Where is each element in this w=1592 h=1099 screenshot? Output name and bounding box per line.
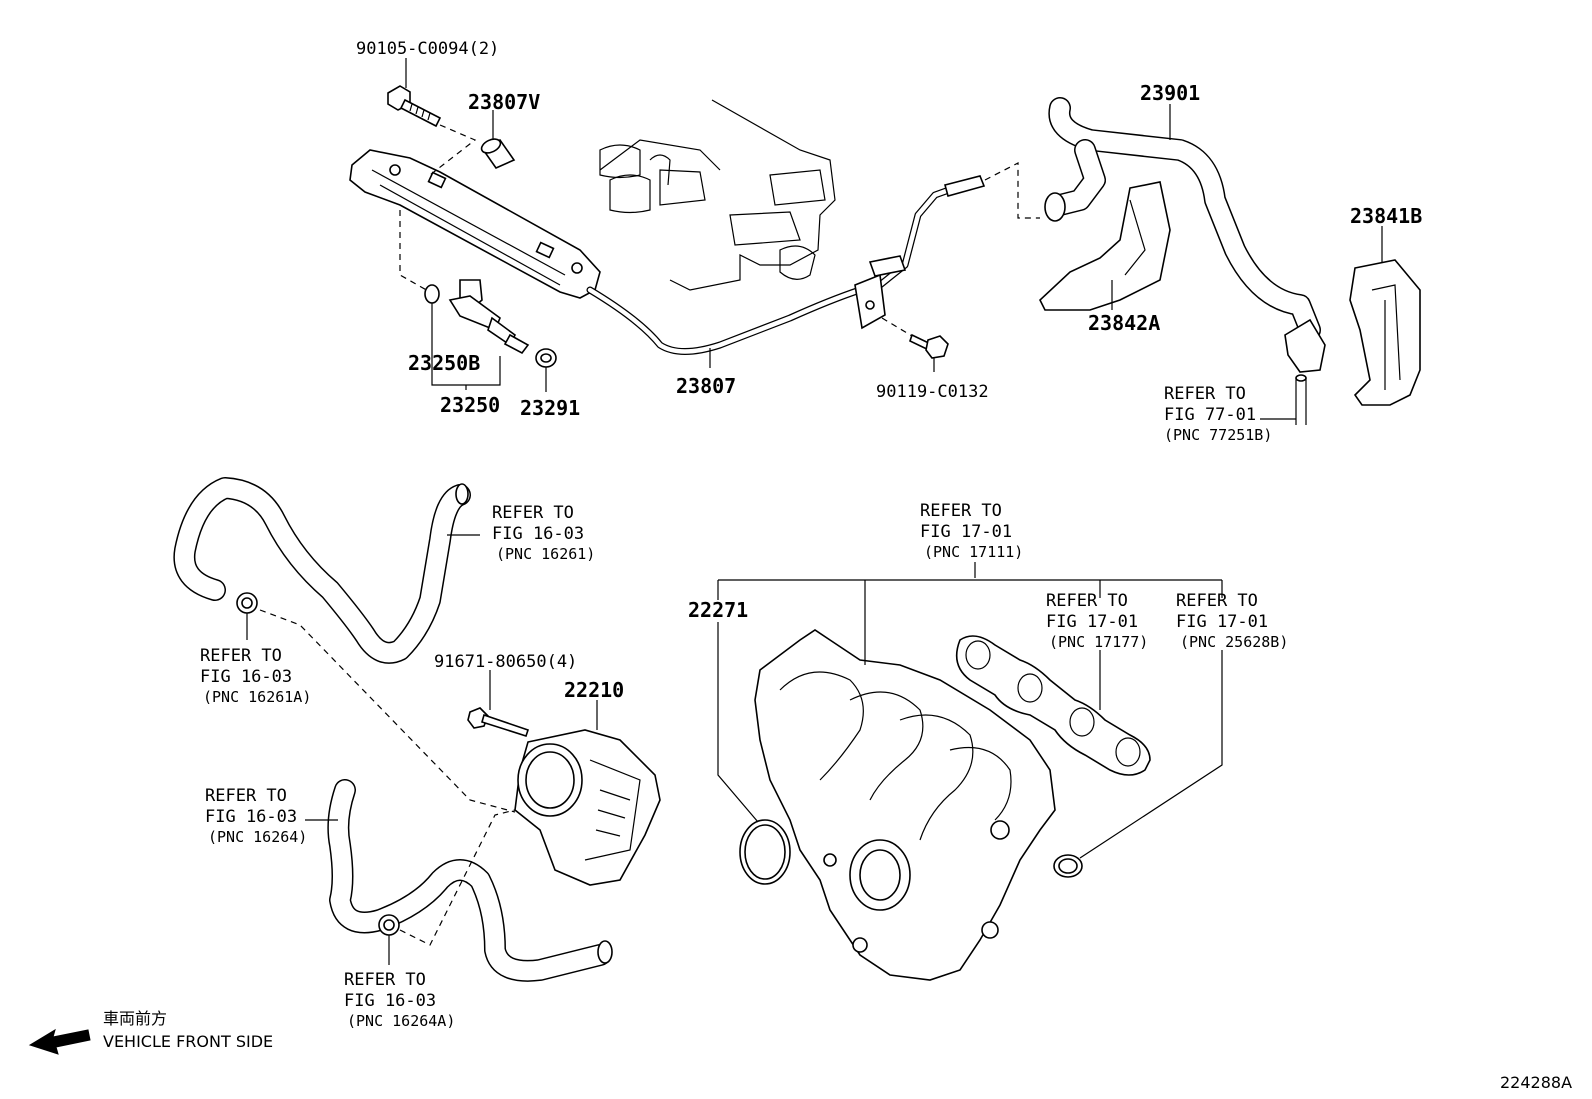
- gasket-22271-icon: [739, 819, 791, 885]
- svg-text:FIG 17-01: FIG 17-01: [920, 522, 1012, 542]
- callout-90119: 90119-C0132: [876, 382, 989, 402]
- svg-text:FIG 16-03: FIG 16-03: [205, 807, 297, 827]
- collar-23807v-icon: [480, 138, 516, 169]
- svg-text:REFER TO: REFER TO: [1176, 591, 1258, 611]
- svg-text:(PNC 17177): (PNC 17177): [1049, 633, 1148, 651]
- callout-23842a: 23842A: [1088, 311, 1160, 335]
- ref-fig16-03-pnc16261: REFER TO FIG 16-03 (PNC 16261): [492, 503, 595, 563]
- pcv-hose-23901: [1044, 97, 1326, 373]
- throttle-body-22210-icon: [514, 729, 661, 886]
- water-hose-lower: [327, 779, 613, 982]
- o-ring-23250b-icon: [424, 284, 440, 304]
- fuel-injector-icon: [448, 279, 530, 355]
- svg-text:FIG 17-01: FIG 17-01: [1046, 612, 1138, 632]
- callout-90105: 90105-C0094(2): [356, 39, 499, 59]
- svg-text:REFER TO: REFER TO: [200, 646, 282, 666]
- intake-manifold-icon: [754, 629, 1056, 981]
- bolt-90119-icon: [909, 333, 949, 359]
- svg-text:FIG 77-01: FIG 77-01: [1164, 405, 1256, 425]
- leader-lines: [246, 58, 1383, 965]
- svg-text:REFER TO: REFER TO: [1046, 591, 1128, 611]
- bracket-23842a-icon: [1039, 181, 1171, 311]
- fuel-delivery-pipe: [349, 149, 601, 299]
- hose-clamp-lower-icon: [378, 914, 400, 936]
- figure-id: 224288A: [1500, 1073, 1572, 1092]
- svg-text:REFER TO: REFER TO: [920, 501, 1002, 521]
- callout-23250b: 23250B: [408, 351, 480, 375]
- callout-23291: 23291: [520, 396, 580, 420]
- vehicle-front-en: VEHICLE FRONT SIDE: [103, 1032, 273, 1051]
- callout-91671: 91671-80650(4): [434, 652, 577, 672]
- svg-text:(PNC 16264): (PNC 16264): [208, 828, 307, 846]
- left-arrow-icon: [28, 1028, 91, 1055]
- vehicle-front-indicator: 車両前方 VEHICLE FRONT SIDE: [28, 1009, 273, 1055]
- svg-text:FIG 16-03: FIG 16-03: [200, 667, 292, 687]
- callout-23807: 23807: [676, 374, 736, 398]
- svg-text:(PNC 16261A): (PNC 16261A): [203, 688, 311, 706]
- callout-23841b: 23841B: [1350, 204, 1422, 228]
- pcv-gasket-icon: [1053, 854, 1083, 878]
- ref-fig17-01-pnc17111: REFER TO FIG 17-01 (PNC 17111): [920, 501, 1023, 561]
- ref-fig17-01-pnc17177: REFER TO FIG 17-01 (PNC 17177): [1046, 591, 1148, 651]
- water-hose-upper: [173, 477, 471, 664]
- svg-text:(PNC 17111): (PNC 17111): [924, 543, 1023, 561]
- engine-block-outline: [599, 99, 836, 291]
- svg-text:FIG 16-03: FIG 16-03: [344, 991, 436, 1011]
- ref-fig16-03-pnc16264: REFER TO FIG 16-03 (PNC 16264): [205, 786, 307, 846]
- ref-fig16-03-pnc16264a: REFER TO FIG 16-03 (PNC 16264A): [344, 970, 455, 1030]
- manifold-gasket-icon: [955, 635, 1151, 776]
- svg-text:FIG 17-01: FIG 17-01: [1176, 612, 1268, 632]
- svg-text:(PNC 16264A): (PNC 16264A): [347, 1012, 455, 1030]
- svg-text:(PNC 25628B): (PNC 25628B): [1180, 633, 1288, 651]
- svg-text:FIG 16-03: FIG 16-03: [492, 524, 584, 544]
- callout-23807v: 23807V: [468, 90, 540, 114]
- callout-23901: 23901: [1140, 81, 1200, 105]
- svg-text:REFER TO: REFER TO: [492, 503, 574, 523]
- ref-fig16-03-pnc16261a: REFER TO FIG 16-03 (PNC 16261A): [200, 646, 311, 706]
- svg-text:(PNC 77251B): (PNC 77251B): [1164, 426, 1272, 444]
- callout-23250: 23250: [440, 393, 500, 417]
- callout-22271: 22271: [688, 598, 748, 622]
- bolt-91671-icon: [467, 707, 530, 738]
- svg-text:REFER TO: REFER TO: [1164, 384, 1246, 404]
- ref-fig17-01-pnc25628b: REFER TO FIG 17-01 (PNC 25628B): [1176, 591, 1288, 651]
- svg-text:REFER TO: REFER TO: [344, 970, 426, 990]
- pcv-tube-connector: [1295, 378, 1307, 425]
- seal-23291-icon: [535, 348, 557, 368]
- vehicle-front-jp: 車両前方: [103, 1009, 167, 1028]
- svg-text:REFER TO: REFER TO: [205, 786, 287, 806]
- bolt-90105-icon: [387, 85, 442, 128]
- hose-clamp-upper-icon: [236, 592, 258, 614]
- ref-fig77-01: REFER TO FIG 77-01 (PNC 77251B): [1164, 384, 1272, 444]
- callout-22210: 22210: [564, 678, 624, 702]
- fuel-pipe-23807: [586, 175, 986, 355]
- svg-text:(PNC 16261): (PNC 16261): [496, 545, 595, 563]
- cover-23841b-icon: [1349, 259, 1421, 406]
